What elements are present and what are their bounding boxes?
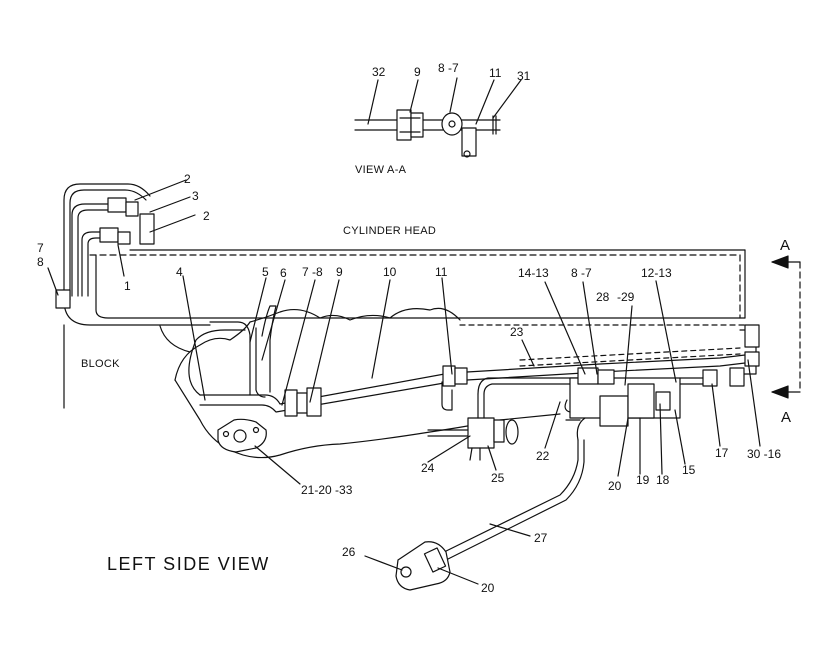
section-a-top: A (780, 237, 790, 254)
callout-32: 32 (372, 65, 386, 79)
leader-lines (182, 275, 761, 585)
shutoff-valve (427, 393, 519, 461)
view-aa-detail (354, 77, 522, 158)
callout-28: 28 (596, 290, 610, 304)
callout-8-7-main: 8 -7 (571, 266, 592, 280)
section-arrows (771, 255, 801, 399)
cylinder-head-outline (89, 249, 746, 326)
callouts-main: 2 3 2 7 8 1 4 5 6 7 -8 9 10 11 14-13 8 -… (37, 172, 781, 595)
callout-29: -29 (617, 290, 635, 304)
callout-6: 6 (280, 266, 287, 280)
callout-14-13: 14-13 (518, 266, 549, 280)
callout-5: 5 (262, 265, 269, 279)
callouts-view-aa: 32 9 8 -7 11 31 (372, 61, 531, 83)
left-side-view-label: LEFT SIDE VIEW (107, 554, 270, 574)
callout-19: 19 (636, 473, 650, 487)
pump-assembly (564, 367, 681, 441)
callout-7-8: 7 -8 (302, 265, 323, 279)
callout-31: 31 (517, 69, 531, 83)
callout-30-16: 30 -16 (747, 447, 781, 461)
callout-2-lower: 2 (203, 209, 210, 223)
callout-23: 23 (510, 325, 524, 339)
callout-2-top: 2 (184, 172, 191, 186)
upper-left-lines (47, 179, 211, 326)
callout-11: 11 (489, 66, 502, 80)
callout-27: 27 (534, 531, 548, 545)
callout-20-pump: 20 (608, 479, 622, 493)
callout-9: 9 (414, 65, 421, 79)
drain-line (395, 439, 585, 591)
callout-4: 4 (176, 265, 183, 279)
view-aa-label: VIEW A-A (355, 164, 407, 176)
cylinder-head-label: CYLINDER HEAD (343, 225, 436, 237)
callout-10: 10 (383, 265, 397, 279)
callout-21-20-33: 21-20 -33 (301, 483, 353, 497)
callout-17: 17 (715, 446, 729, 460)
block-label: BLOCK (81, 358, 120, 370)
callout-8-left: 8 (37, 255, 44, 269)
flange-21 (217, 418, 267, 453)
callout-20-flange: 20 (481, 581, 495, 595)
callout-8-7: 8 -7 (438, 61, 459, 75)
callout-18: 18 (656, 473, 670, 487)
main-fuel-lines (188, 305, 760, 417)
callout-24: 24 (421, 461, 435, 475)
callout-15: 15 (682, 463, 696, 477)
callout-25: 25 (491, 471, 505, 485)
callout-7-left: 7 (37, 241, 44, 255)
callout-26: 26 (342, 545, 356, 559)
callout-22: 22 (536, 449, 550, 463)
section-a-bottom: A (781, 409, 791, 426)
callout-3: 3 (192, 189, 199, 203)
callout-12-13: 12-13 (641, 266, 672, 280)
callout-1: 1 (124, 279, 131, 293)
callout-9-main: 9 (336, 265, 343, 279)
callout-11-main: 11 (435, 265, 448, 279)
